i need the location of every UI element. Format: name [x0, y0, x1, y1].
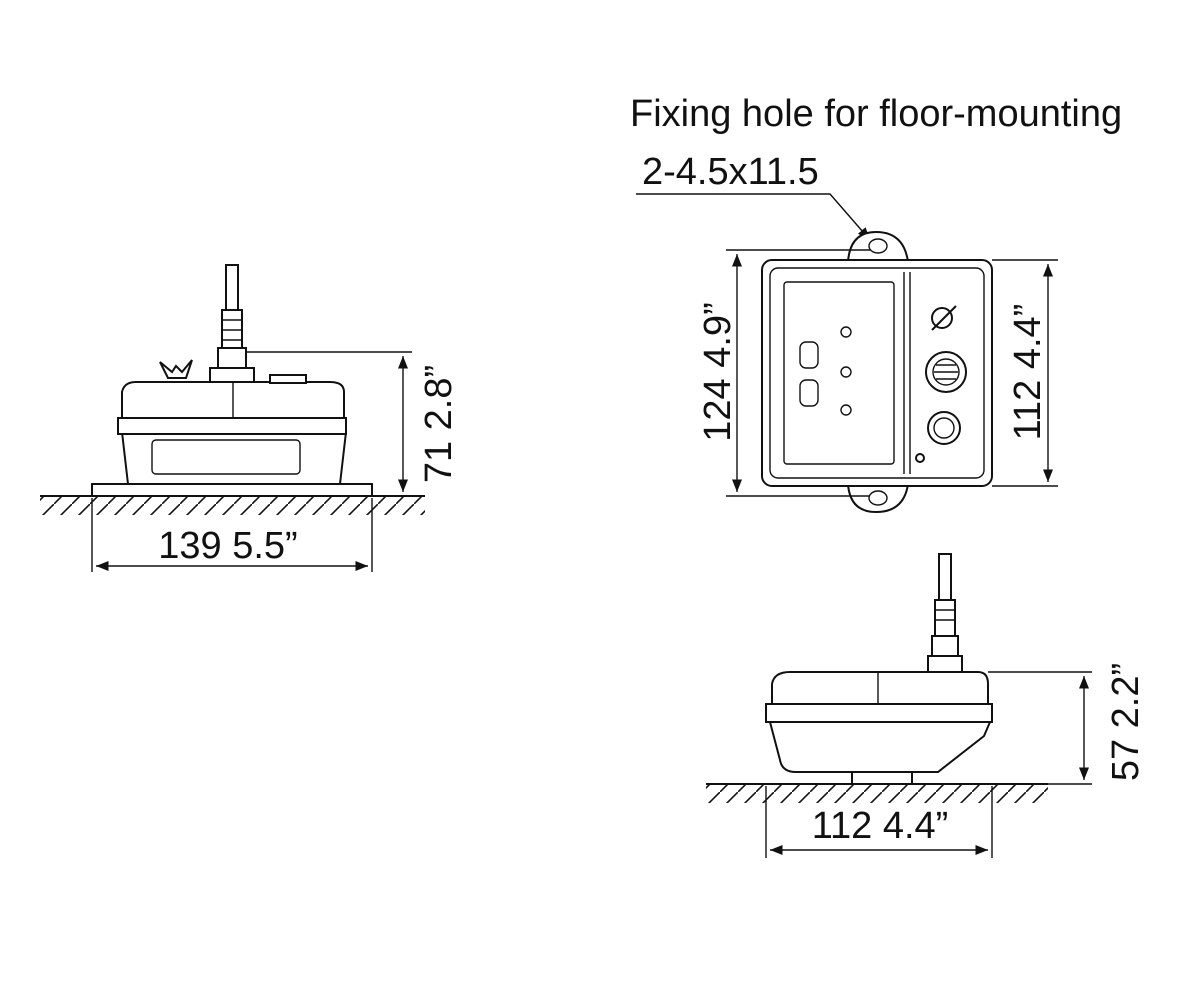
fixing-hole-top	[868, 238, 888, 254]
mounting-tab-top	[846, 230, 910, 263]
indicator-2	[840, 366, 852, 378]
slot-upper	[799, 341, 819, 369]
cap-top-outer	[927, 411, 961, 445]
wing-nut-top	[931, 307, 953, 329]
fixing-hole-bottom	[868, 490, 888, 506]
base-plate-left	[91, 483, 373, 497]
lower-body-right	[768, 721, 992, 773]
connector-nut-right	[927, 655, 963, 673]
top-housing-right	[771, 671, 989, 705]
connector-nut-left	[209, 367, 255, 383]
callout-title: Fixing hole for floor-mounting	[630, 93, 1122, 135]
connector-ribs-left	[221, 309, 243, 349]
width-label-right: 112 4.4”	[812, 805, 949, 847]
cap-left	[269, 374, 307, 384]
cable-left	[225, 264, 239, 311]
connector-ribs-right	[934, 599, 956, 637]
height-label-top-left: 124 4.9”	[697, 302, 739, 441]
indicator-1	[840, 326, 852, 338]
floor-hatch-left	[40, 497, 425, 515]
side-view-right: 57 2.2” 112 4.4”	[706, 553, 1147, 858]
side-view-left: 71 2.8” 139 5.5”	[40, 264, 460, 572]
foot-right	[851, 771, 913, 785]
flange-left	[117, 417, 347, 435]
callout-spec: 2-4.5x11.5	[642, 151, 819, 193]
height-label-left: 71 2.8”	[418, 365, 460, 483]
cable-right	[938, 553, 952, 601]
top-body-inner	[769, 267, 985, 479]
floor-hatch-right	[706, 785, 1048, 803]
window-left	[151, 439, 301, 475]
wing-nut	[159, 359, 193, 379]
flange-right	[765, 703, 993, 723]
slot-lower	[799, 379, 819, 407]
callout-leader	[636, 193, 871, 241]
top-view: Fixing hole for floor-mounting 2-4.5x11.…	[630, 93, 1122, 514]
height-label-top-right: 112 4.4”	[1007, 304, 1049, 441]
height-label-right: 57 2.2”	[1105, 663, 1147, 781]
mounting-tab-bottom	[846, 483, 910, 514]
display-panel	[783, 281, 895, 465]
connector-body-right	[931, 635, 959, 657]
connector-body-left	[217, 347, 247, 369]
indicator-3	[840, 404, 852, 416]
screw-top	[915, 453, 925, 463]
width-label-left: 139 5.5”	[158, 525, 297, 567]
